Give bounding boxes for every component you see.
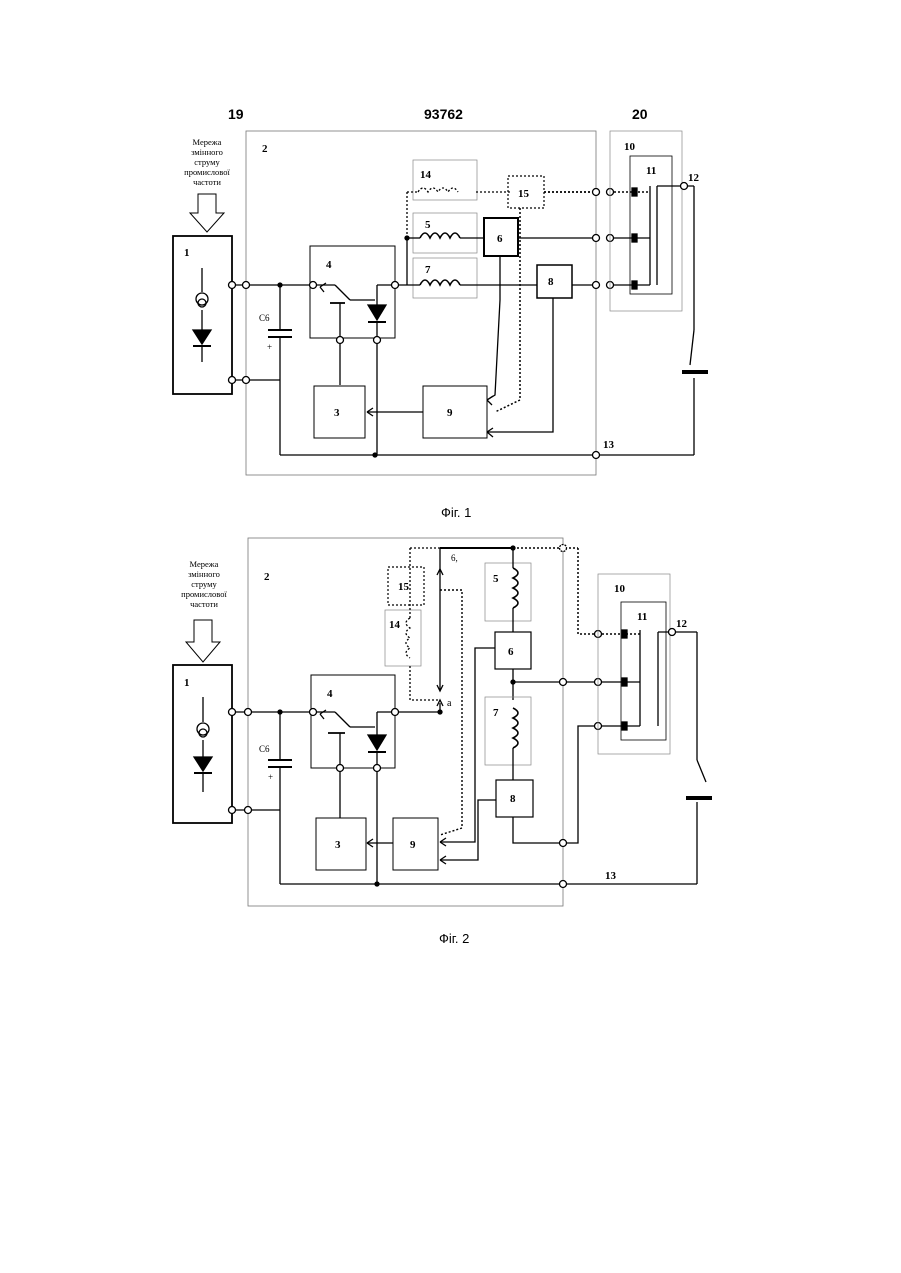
svg-text:8: 8 [548,276,554,288]
svg-text:1: 1 [184,247,190,259]
svg-text:6: 6 [497,233,503,245]
fig1-block-8 [537,265,572,298]
svg-text:C6: C6 [259,313,270,323]
svg-text:промислової: промислової [184,167,230,177]
svg-text:промислової: промислової [181,589,227,599]
fig2-current-source-icon [194,697,212,792]
svg-text:2: 2 [262,143,268,155]
fig1-block-2-enclosure [246,131,596,475]
svg-text:12: 12 [676,618,688,630]
fig2-block-2-enclosure [248,538,563,906]
fig1-block-4-switch [310,246,395,338]
fig1-current-source-icon [193,268,211,362]
svg-text:7: 7 [425,264,431,276]
svg-text:15: 15 [518,188,530,200]
svg-text:9: 9 [447,407,453,419]
svg-text:10: 10 [614,583,626,595]
fig1-mains-label: Мережа змінного струму промислової часто… [184,137,230,187]
svg-text:C6: C6 [259,744,270,754]
svg-text:7: 7 [493,707,499,719]
fig1-freewheel-diode-icon [368,285,386,455]
svg-text:5: 5 [493,573,499,585]
svg-text:13: 13 [605,870,617,882]
figure-1: Мережа змінного струму промислової часто… [173,131,708,475]
svg-text:3: 3 [335,839,341,851]
svg-text:4: 4 [326,259,332,271]
svg-text:струму: струму [194,157,220,167]
fig1-input-arrow [190,194,224,232]
fig1-transistor-icon [316,283,375,340]
svg-text:+: + [267,342,272,352]
svg-text:+: + [268,772,273,782]
svg-text:змінного: змінного [191,147,223,157]
svg-text:10: 10 [624,141,636,153]
svg-text:6: 6 [508,646,514,658]
fig1-capacitor-c6: C6 + [259,285,292,455]
fig2-input-arrow [186,620,220,662]
svg-text:змінного: змінного [188,569,220,579]
fig1-block-10 [610,131,682,311]
svg-text:4: 4 [327,688,333,700]
fig2-block-3 [316,818,366,870]
fig2-transistor-icon [316,710,375,768]
svg-text:14: 14 [420,169,432,181]
fig2-block-7-inductor [485,697,531,765]
svg-text:3: 3 [334,407,340,419]
svg-text:частоти: частоти [190,599,218,609]
svg-text:2: 2 [264,571,270,583]
fig1-block-3 [314,386,365,438]
svg-text:14: 14 [389,619,401,631]
svg-text:1: 1 [184,677,190,689]
svg-text:струму: струму [191,579,217,589]
svg-text:12: 12 [688,172,700,184]
svg-text:Мережа: Мережа [193,137,222,147]
svg-text:Мережа: Мережа [190,559,219,569]
fig2-block-5-inductor [485,563,531,621]
fig2-block-9 [393,818,438,870]
svg-text:8: 8 [510,793,516,805]
svg-text:11: 11 [646,165,656,177]
fig2-block-4-switch [311,675,395,768]
fig1-block-9 [423,386,487,438]
fig2-capacitor-c6: C6 + [259,712,292,884]
fig2-mains-label: Мережа змінного струму промислової часто… [181,559,227,609]
svg-text:5: 5 [425,219,431,231]
svg-text:11: 11 [637,611,647,623]
figure-2-caption: Фіг. 2 [439,931,469,946]
svg-text:13: 13 [603,439,615,451]
svg-text:15: 15 [398,581,410,593]
fig1-block-7-inductor [413,258,477,298]
figure-2: Мережа змінного струму промислової часто… [173,538,712,906]
svg-text:6,: 6, [451,553,458,563]
fig2-freewheel-diode-icon [368,712,386,884]
figure-1-caption: Фіг. 1 [441,505,471,520]
svg-text:частоти: частоти [193,177,221,187]
svg-text:9: 9 [410,839,416,851]
svg-text:a: a [447,698,452,709]
fig2-block-10 [598,574,670,754]
